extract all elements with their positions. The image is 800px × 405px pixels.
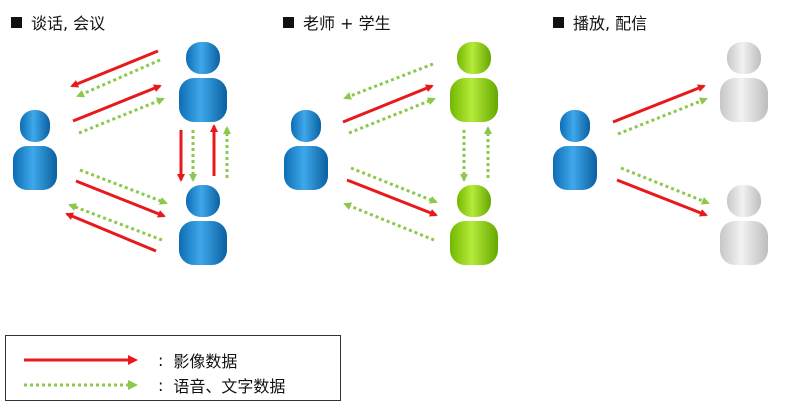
bullet-square-icon bbox=[11, 16, 22, 28]
section-title-meeting: 谈话, 会议 bbox=[11, 10, 105, 34]
video-arrow bbox=[75, 179, 166, 218]
person-icon bbox=[720, 42, 768, 122]
section-title-meeting-text: 谈话, 会议 bbox=[31, 14, 106, 33]
person-icon bbox=[553, 110, 597, 190]
legend-item-video: : 影像数据 bbox=[24, 348, 237, 372]
audio-arrow bbox=[76, 58, 161, 98]
video-arrow bbox=[346, 178, 438, 217]
person-icon bbox=[179, 42, 227, 122]
person-icon bbox=[450, 42, 498, 122]
video-arrow bbox=[342, 84, 434, 124]
legend-item-audio: : 语音、文字数据 bbox=[24, 373, 285, 397]
video-arrow bbox=[70, 49, 159, 88]
section-title-teacher-student-text: 老师 + 学生 bbox=[303, 14, 391, 33]
audio-arrow bbox=[343, 62, 434, 100]
section-title-broadcast-text: 播放, 配信 bbox=[573, 14, 648, 33]
video-arrow bbox=[612, 84, 706, 124]
video-arrow bbox=[616, 178, 708, 217]
legend-label-video: 影像数据 bbox=[173, 352, 238, 371]
person-icon bbox=[450, 185, 498, 265]
person-icon bbox=[179, 185, 227, 265]
video-arrow bbox=[65, 212, 157, 253]
legend-label-audio: 语音、文字数据 bbox=[173, 377, 286, 396]
audio-arrow bbox=[78, 97, 165, 135]
legend-separator: : bbox=[158, 375, 164, 395]
person-icon bbox=[284, 110, 328, 190]
legend-separator: : bbox=[158, 350, 164, 370]
solid-arrow-icon bbox=[24, 355, 138, 365]
bullet-square-icon bbox=[283, 16, 294, 28]
bullet-square-icon bbox=[553, 16, 564, 28]
person-icon bbox=[720, 185, 768, 265]
audio-arrow bbox=[617, 97, 708, 136]
audio-arrow bbox=[68, 203, 163, 242]
audio-arrow bbox=[343, 202, 435, 242]
audio-arrow bbox=[620, 166, 710, 205]
section-title-broadcast: 播放, 配信 bbox=[553, 10, 647, 34]
section-title-teacher-student: 老师 + 学生 bbox=[283, 10, 391, 34]
video-arrow bbox=[72, 84, 162, 123]
dotted-arrow-icon bbox=[24, 380, 138, 390]
legend-box: : 影像数据 : 语音、文字数据 bbox=[5, 335, 341, 401]
person-icon bbox=[13, 110, 57, 190]
